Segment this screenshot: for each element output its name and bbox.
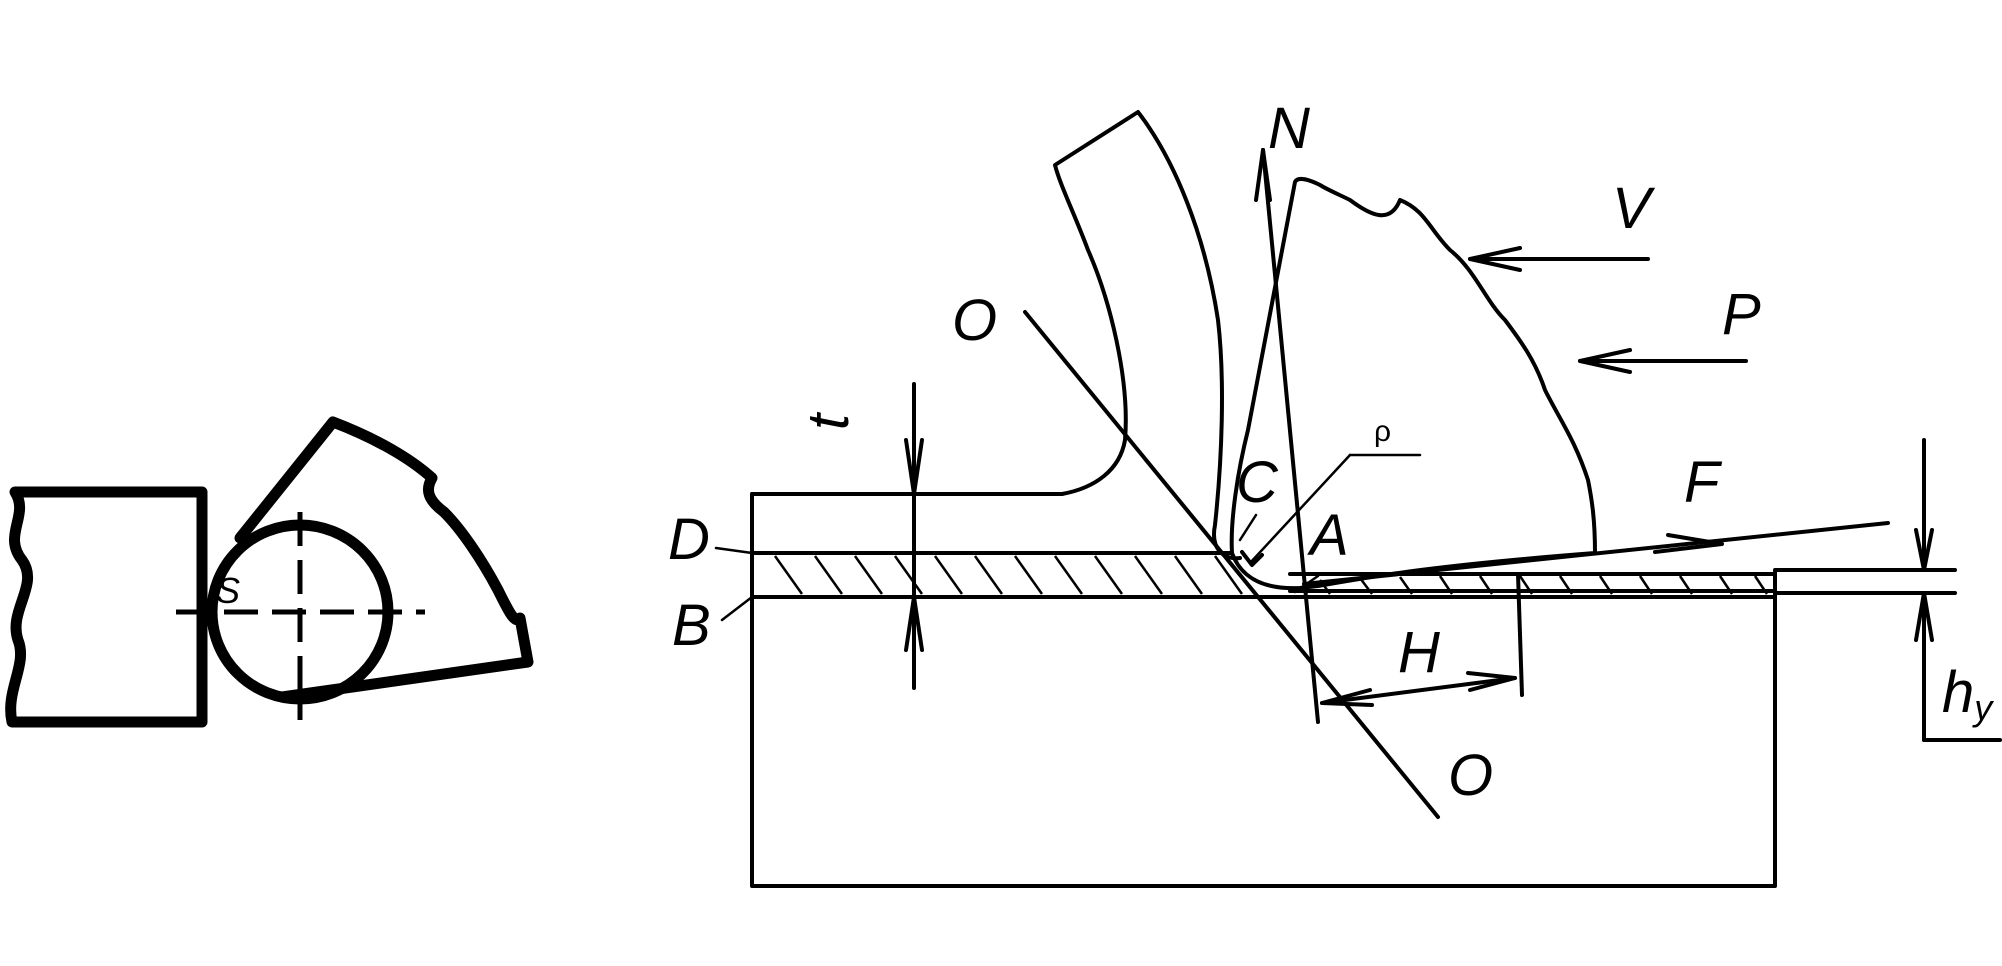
label-c: C bbox=[1236, 450, 1279, 515]
o-o-line bbox=[1023, 310, 1440, 819]
t-arrow-bottom bbox=[904, 595, 924, 652]
label-o-top: O bbox=[952, 288, 997, 353]
label-hy-main: h bbox=[1942, 660, 1974, 725]
rho-arrow bbox=[1240, 550, 1264, 567]
label-hy-sub: y bbox=[1971, 687, 1994, 728]
hatched-layer-left bbox=[773, 555, 1244, 595]
h-ext-line bbox=[1516, 572, 1524, 697]
h-arrow-left bbox=[1320, 688, 1374, 707]
force-f-arrow bbox=[1653, 533, 1724, 554]
hatched-layer-right bbox=[1318, 575, 1769, 595]
normal-line bbox=[1261, 148, 1320, 724]
hy-arrow-top bbox=[1914, 528, 1934, 572]
label-b: B bbox=[672, 593, 711, 658]
normal-arrow-left bbox=[1254, 148, 1265, 202]
tool-piece bbox=[234, 416, 534, 703]
force-p-arrow bbox=[1578, 348, 1632, 374]
label-d: D bbox=[668, 507, 710, 572]
label-s: S bbox=[216, 570, 240, 611]
rho-leader bbox=[1248, 453, 1352, 565]
d-leader bbox=[714, 546, 754, 555]
label-p: P bbox=[1722, 282, 1761, 347]
force-f-line bbox=[1302, 521, 1890, 586]
holder-block bbox=[5, 486, 208, 728]
label-h: H bbox=[1398, 620, 1440, 685]
chip bbox=[1053, 110, 1242, 561]
workpiece-body bbox=[750, 492, 1777, 888]
b-leader bbox=[720, 595, 754, 622]
label-a: A bbox=[1307, 503, 1349, 568]
label-hy: hy bbox=[1942, 660, 1994, 728]
hy-arrow-bottom bbox=[1914, 591, 1934, 642]
workpiece bbox=[750, 492, 1777, 888]
label-v: V bbox=[1612, 176, 1656, 241]
velocity-v-arrow bbox=[1468, 246, 1522, 272]
c-leader bbox=[1238, 513, 1258, 542]
normal-arrow-right bbox=[1261, 148, 1272, 202]
a-leader bbox=[1293, 574, 1320, 594]
h-dimension-line bbox=[1320, 676, 1517, 705]
t-arrow-top bbox=[904, 438, 924, 496]
h-arrow-right bbox=[1466, 671, 1517, 692]
label-n: N bbox=[1268, 96, 1310, 161]
left-sketch: S bbox=[5, 416, 534, 728]
label-rho: ρ bbox=[1374, 415, 1391, 448]
label-t: t bbox=[796, 411, 861, 430]
label-f: F bbox=[1684, 450, 1723, 515]
label-o-bottom: O bbox=[1448, 743, 1493, 808]
